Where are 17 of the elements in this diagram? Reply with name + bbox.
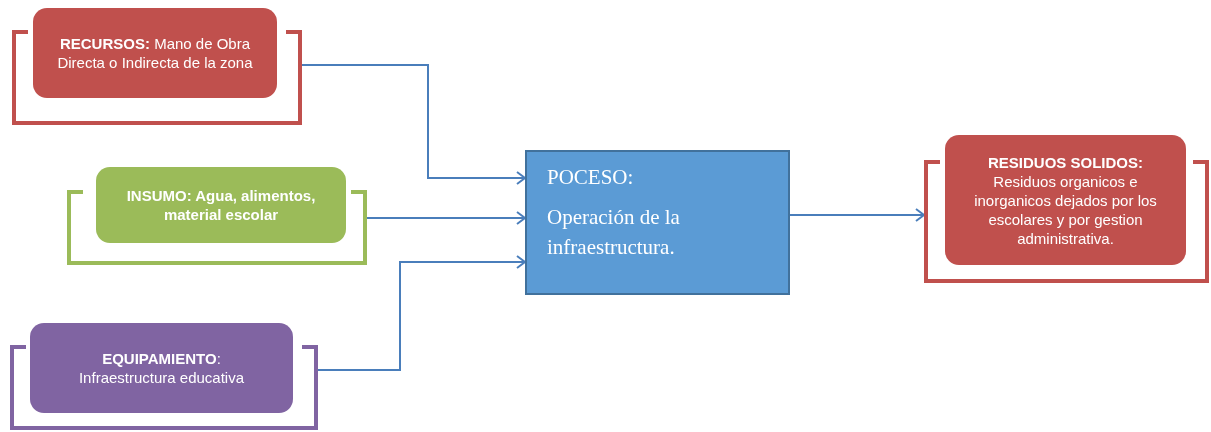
process-box [525,150,790,295]
arrow [317,255,526,371]
body-text: INSUMO: Agua, alimentos, material escolar [126,186,316,224]
arrow [366,211,526,225]
body-text: Operación de la infraestructura. [547,204,681,261]
arrow [789,208,925,222]
heading-text: POCESO: [547,164,635,191]
framed-callout [10,323,318,430]
framed-callout [924,135,1209,283]
body-text: Residuos organicos e inorganicos dejados por los escolares y por gestion administrativa. [973,171,1158,248]
framed-callout [67,167,367,265]
heading-text: RESIDUOS SOLIDOS: [988,152,1143,172]
arrow [301,64,526,185]
heading-text: EQUIPAMIENTO: [102,349,221,368]
body-text: Infraestructura educativa [78,368,245,387]
body-text: RECURSOS: Mano de Obra Directa o Indirecta de la zona [56,34,254,72]
framed-callout [12,8,302,125]
